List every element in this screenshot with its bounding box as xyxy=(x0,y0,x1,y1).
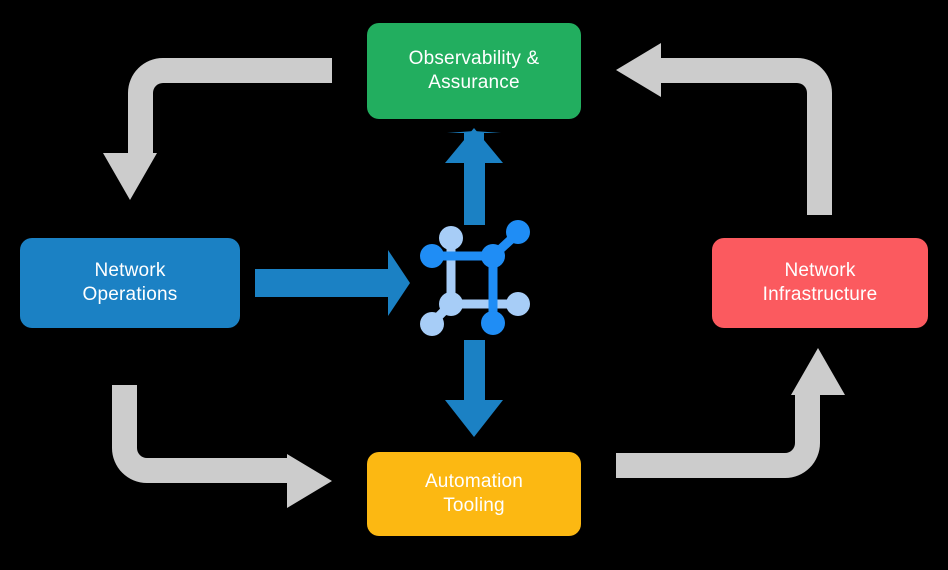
connector-infrastructure-to-observability xyxy=(616,43,832,215)
connector-observability-to-ops xyxy=(103,58,332,200)
network-topology-icon xyxy=(420,220,530,336)
connector-ops-to-automation xyxy=(112,385,332,508)
connector-center-to-automation xyxy=(445,340,503,437)
connector-ops-to-center xyxy=(255,250,410,316)
node-network-operations[interactable]: Network Operations xyxy=(20,238,240,328)
connector-center-to-observability xyxy=(445,128,503,225)
connector-automation-to-infrastructure xyxy=(616,348,845,478)
node-network-infrastructure[interactable]: Network Infrastructure xyxy=(712,238,928,328)
node-observability-assurance[interactable]: Observability & Assurance xyxy=(367,23,581,119)
node-automation-tooling[interactable]: Automation Tooling xyxy=(367,452,581,536)
topology-nodes xyxy=(420,220,530,336)
